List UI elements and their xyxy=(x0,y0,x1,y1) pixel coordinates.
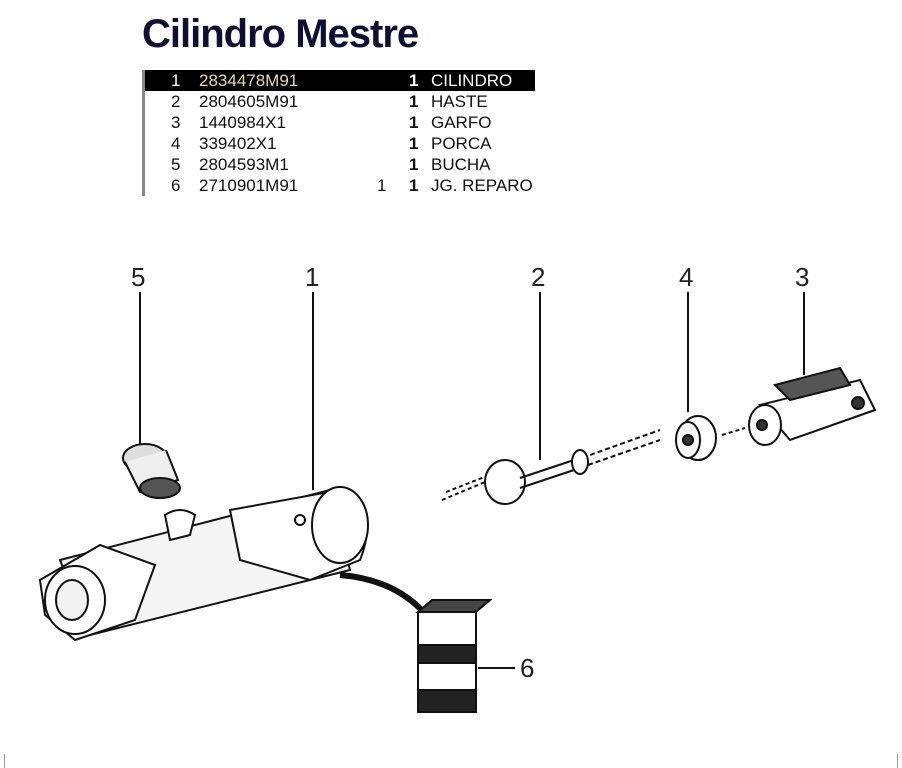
part-jg-reparo[interactable] xyxy=(339,572,493,713)
part-haste[interactable] xyxy=(441,429,661,505)
part-number: 339402X1 xyxy=(199,134,277,153)
item-number: 3 xyxy=(171,113,181,132)
quantity: 1 xyxy=(409,71,419,90)
part-number: 2804593M1 xyxy=(199,155,289,174)
callout-2: 2 xyxy=(531,262,545,292)
part-bucha[interactable] xyxy=(122,443,181,499)
kit-quantity: 1 xyxy=(377,176,387,195)
item-number: 2 xyxy=(171,92,181,111)
part-number: 2804605M91 xyxy=(199,92,299,111)
frame-edge-right xyxy=(897,754,898,768)
part-porca[interactable] xyxy=(675,415,746,461)
part-number: 2710901M91 xyxy=(199,176,299,195)
item-number: 5 xyxy=(171,155,181,174)
callout-1: 1 xyxy=(305,262,319,292)
parts-row[interactable]: 6 2710901M91 1 1 JG. REPARO xyxy=(145,175,535,196)
page-title: Cilindro Mestre xyxy=(142,12,419,56)
quantity: 1 xyxy=(409,155,419,174)
part-number: 1440984X1 xyxy=(199,113,286,132)
description: BUCHA xyxy=(431,155,491,174)
description: GARFO xyxy=(431,113,492,132)
callout-6: 6 xyxy=(520,653,534,683)
item-number: 4 xyxy=(171,134,181,153)
parts-row[interactable]: 2 2804605M91 1 HASTE xyxy=(145,91,535,112)
description: HASTE xyxy=(431,92,488,111)
description: JG. REPARO xyxy=(431,176,533,195)
item-number: 1 xyxy=(171,71,181,90)
quantity: 1 xyxy=(409,113,419,132)
description: PORCA xyxy=(431,134,492,153)
part-garfo[interactable] xyxy=(748,366,877,446)
parts-row[interactable]: 3 1440984X1 1 GARFO xyxy=(145,112,535,133)
item-number: 6 xyxy=(171,176,181,195)
part-number: 2834478M91 xyxy=(199,71,299,90)
callout-3: 3 xyxy=(795,262,809,292)
frame-edge-left xyxy=(4,754,5,768)
parts-row[interactable]: 1 2834478M91 1 CILINDRO xyxy=(145,70,535,91)
parts-row[interactable]: 4 339402X1 1 PORCA xyxy=(145,133,535,154)
callout-4: 4 xyxy=(679,262,693,292)
quantity: 1 xyxy=(409,92,419,111)
parts-list: 1 2834478M91 1 CILINDRO 2 2804605M91 1 H… xyxy=(142,70,535,196)
callout-5: 5 xyxy=(131,262,145,292)
parts-row[interactable]: 5 2804593M1 1 BUCHA xyxy=(145,154,535,175)
quantity: 1 xyxy=(409,134,419,153)
quantity: 1 xyxy=(409,176,419,195)
description: CILINDRO xyxy=(431,71,513,90)
part-cilindro[interactable] xyxy=(38,486,369,642)
